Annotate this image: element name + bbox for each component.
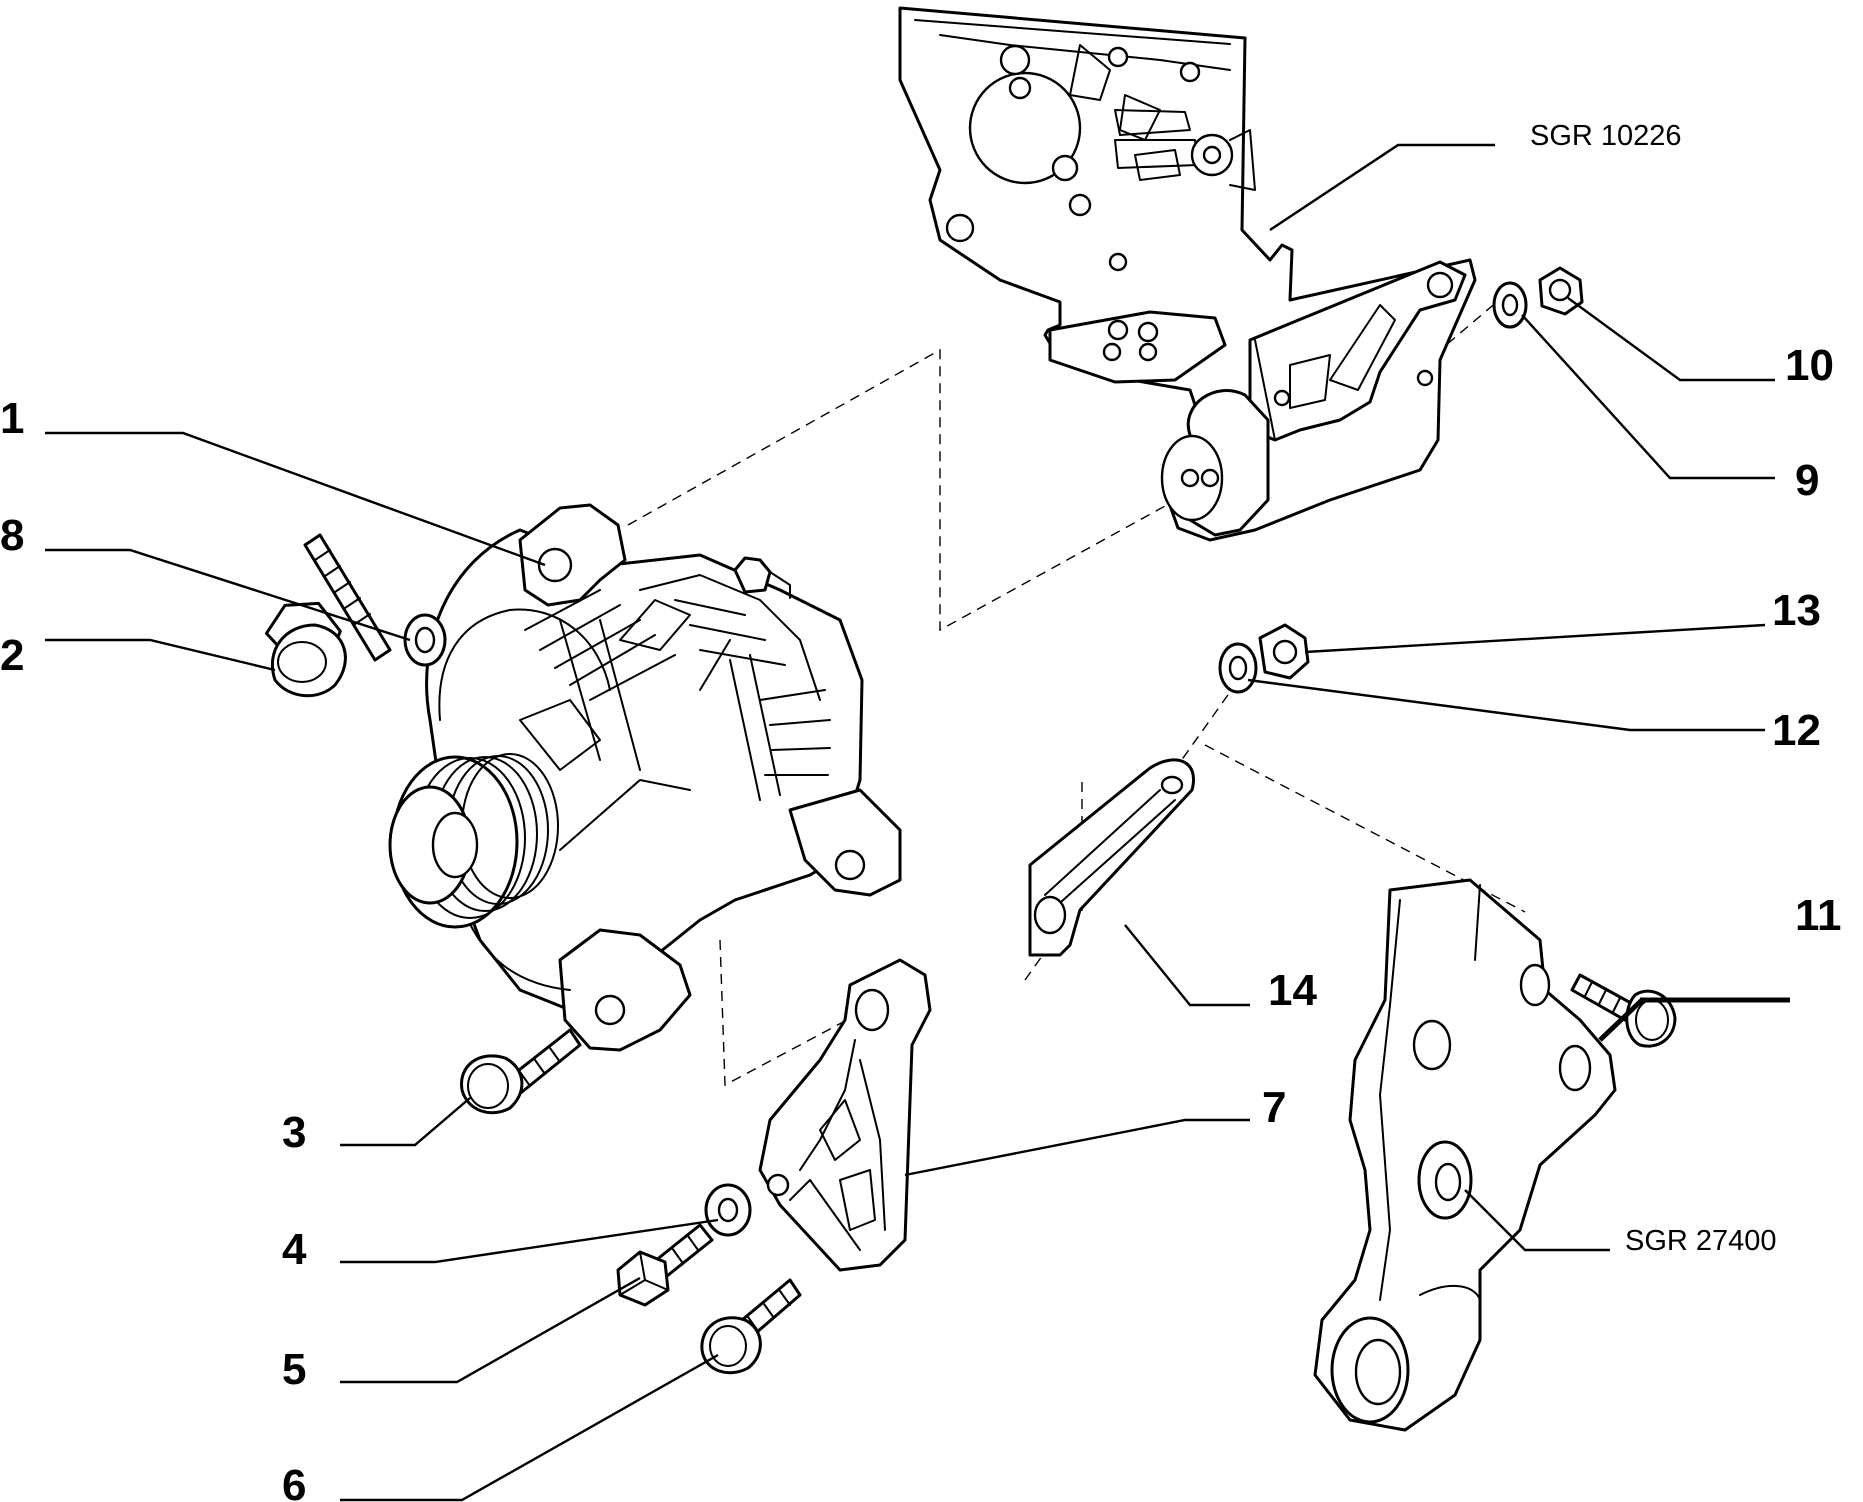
bolt-5 [616,1223,714,1307]
label-3: 3 [282,1108,306,1157]
bolt-2 [265,533,392,698]
label-12: 12 [1772,706,1821,755]
strap-bracket-14 [1028,758,1195,957]
label-11: 11 [1795,891,1842,940]
label-13: 13 [1772,586,1821,635]
washer-9 [1492,281,1528,329]
label-7: 7 [1262,1083,1286,1132]
bolt-6 [700,1278,802,1375]
alternator [388,503,902,1052]
callout-labels: 1 8 2 3 4 5 6 7 14 10 9 13 12 11 [0,341,1842,1502]
engine-mount-casting [1313,878,1617,1432]
label-6: 6 [282,1461,306,1502]
nut-13 [1258,623,1310,680]
label-1: 1 [0,394,24,443]
washer-12 [1218,642,1258,694]
label-5: 5 [282,1345,306,1394]
washer-4 [704,1183,752,1237]
label-14: 14 [1268,966,1317,1015]
ref-engine-mount: SGR 27400 [1625,1225,1777,1257]
label-4: 4 [282,1225,307,1274]
reference-labels: SGR 10226 SGR 27400 [1530,120,1777,1257]
label-8: 8 [0,511,24,560]
label-2: 2 [0,631,24,680]
washer-8 [403,613,447,667]
engine-block-casting [898,6,1477,542]
ref-engine-block: SGR 10226 [1530,120,1682,152]
bracket-7 [758,958,932,1272]
label-9: 9 [1795,456,1819,505]
nut-10 [1538,266,1584,316]
bolt-3 [460,1028,582,1115]
leader-lines [45,143,1790,1502]
label-10: 10 [1785,341,1834,390]
